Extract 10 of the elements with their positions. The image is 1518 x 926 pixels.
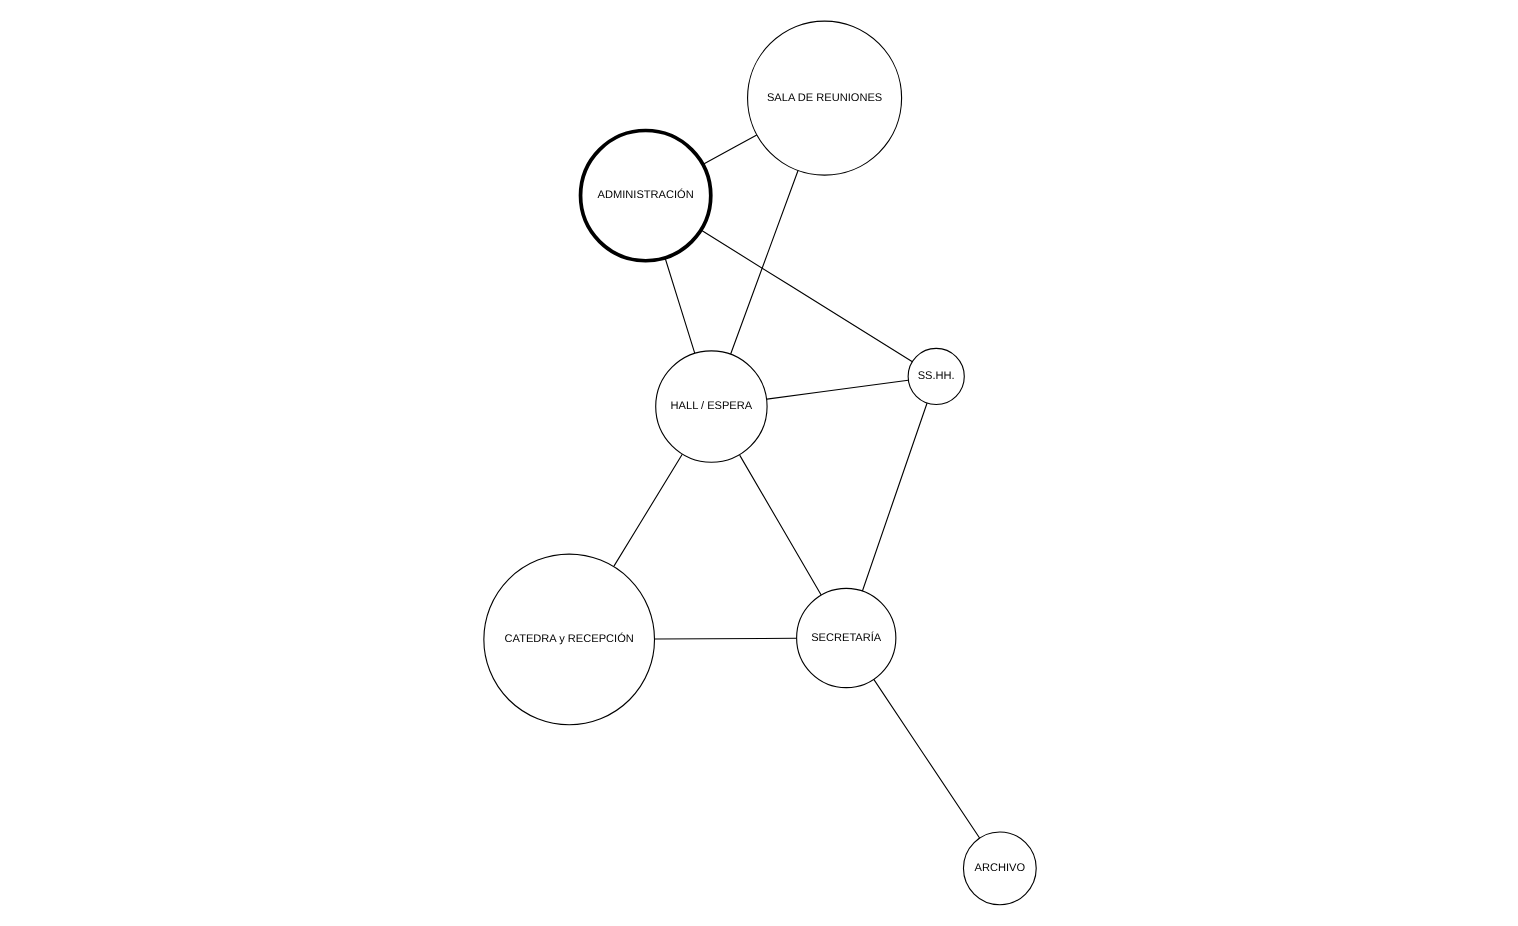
connector — [653, 637, 796, 640]
connector — [701, 134, 757, 166]
connector — [872, 678, 980, 839]
connector — [738, 454, 821, 596]
connector — [699, 229, 912, 363]
connector — [765, 379, 908, 400]
connector — [612, 453, 682, 567]
connector — [860, 402, 927, 592]
connector — [729, 169, 798, 355]
connector — [663, 257, 695, 354]
